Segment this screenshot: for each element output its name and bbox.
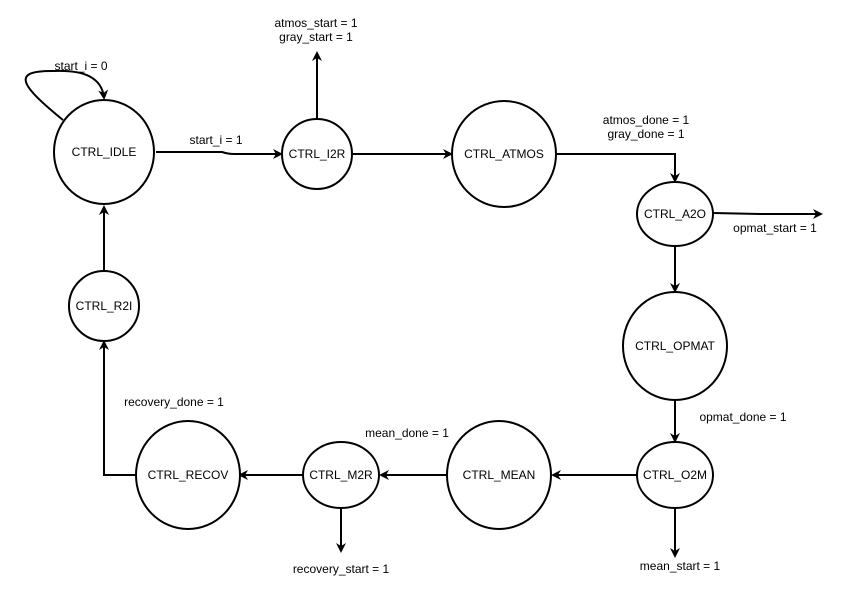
state-r2i: CTRL_R2I xyxy=(68,270,140,342)
label-o2m-output: mean_start = 1 xyxy=(640,559,721,573)
state-atmos-label: CTRL_ATMOS xyxy=(464,147,544,161)
state-recov: CTRL_RECOV xyxy=(135,420,241,530)
state-a2o-label: CTRL_A2O xyxy=(644,207,706,221)
state-idle: CTRL_IDLE xyxy=(53,99,155,205)
state-atmos-circle xyxy=(451,100,557,208)
state-atmos: CTRL_ATMOS xyxy=(451,100,557,208)
edge-idle-to-i2r xyxy=(156,149,283,159)
state-mean-label: CTRL_MEAN xyxy=(463,468,536,482)
state-recov-label: CTRL_RECOV xyxy=(148,468,229,482)
state-i2r-label: CTRL_I2R xyxy=(289,147,346,161)
state-o2m-label: CTRL_O2M xyxy=(643,468,707,482)
state-opmat-circle xyxy=(622,291,728,401)
state-idle-circle xyxy=(53,99,155,205)
state-opmat: CTRL_OPMAT xyxy=(622,291,728,401)
label-mean-to-m2r: mean_done = 1 xyxy=(365,426,449,440)
transition-labels: start_i = 0 start_i = 1 atmos_start = 1 … xyxy=(54,16,817,576)
state-m2r-label: CTRL_M2R xyxy=(309,468,373,482)
label-recov-to-r2i: recovery_done = 1 xyxy=(124,395,224,409)
label-m2r-output: recovery_start = 1 xyxy=(293,562,390,576)
label-opmat-to-o2m: opmat_done = 1 xyxy=(699,410,786,424)
edge-atmos-to-a2o xyxy=(557,153,680,183)
state-i2r: CTRL_I2R xyxy=(281,118,353,190)
edges xyxy=(24,51,823,558)
edge-a2o-output xyxy=(712,209,823,219)
state-idle-label: CTRL_IDLE xyxy=(72,145,137,159)
state-m2r: CTRL_M2R xyxy=(302,441,380,509)
state-o2m-circle xyxy=(636,441,714,509)
label-atmos-to-a2o-line1: atmos_done = 1 xyxy=(603,113,690,127)
label-idle-self-loop: start_i = 0 xyxy=(54,59,107,73)
state-opmat-label: CTRL_OPMAT xyxy=(635,339,715,353)
state-r2i-label: CTRL_R2I xyxy=(76,299,133,313)
edge-idle-self-loop xyxy=(24,69,109,121)
state-o2m: CTRL_O2M xyxy=(636,441,714,509)
state-a2o-circle xyxy=(636,181,714,247)
state-mean-circle xyxy=(446,420,552,530)
edge-recov-to-r2i xyxy=(99,340,136,476)
label-i2r-output-line2: gray_start = 1 xyxy=(279,30,353,44)
label-atmos-to-a2o-line2: gray_done = 1 xyxy=(607,127,684,141)
label-a2o-output: opmat_start = 1 xyxy=(733,221,817,235)
state-mean: CTRL_MEAN xyxy=(446,420,552,530)
state-r2i-circle xyxy=(68,270,140,342)
label-i2r-output-line1: atmos_start = 1 xyxy=(274,16,357,30)
label-idle-to-i2r: start_i = 1 xyxy=(189,133,242,147)
state-a2o: CTRL_A2O xyxy=(636,181,714,247)
state-i2r-circle xyxy=(281,118,353,190)
state-m2r-circle xyxy=(302,441,380,509)
state-recov-circle xyxy=(135,420,241,530)
